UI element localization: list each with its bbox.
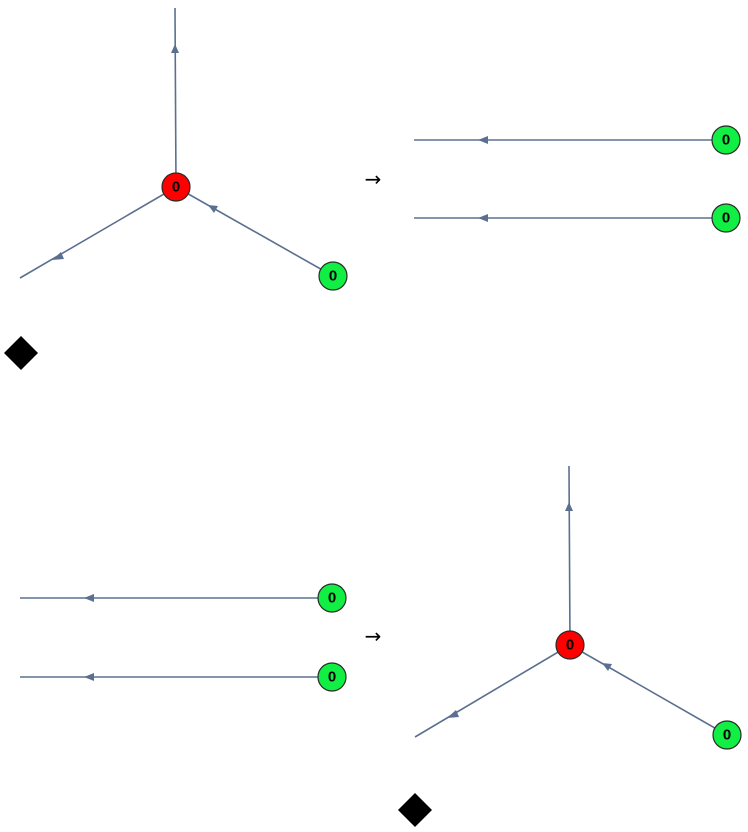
vertex-label: 0 [723,727,731,744]
edge-arrowhead [478,136,488,144]
vertex-green-circle [712,720,742,750]
edge-arrowhead [84,673,94,681]
vertex-label: 0 [328,590,336,607]
edge-up [568,465,571,646]
rule2-rhs: 0 0 [414,465,742,750]
vertex-red: 0 [161,172,191,202]
transition-arrow: → [365,167,382,191]
vertex-green-circle [318,261,348,291]
edge-up [174,7,177,188]
vertex-label: 0 [329,268,337,285]
vertex-label: 0 [722,132,730,149]
edge-from-green [569,644,728,736]
rule1-rhs: 0 0 [414,125,741,233]
vertex-green-circle [711,125,741,155]
vertex-label: 0 [566,637,574,654]
vertex-green: 0 [711,203,741,233]
vertex-label: 0 [328,669,336,686]
vertex-green-circle [317,662,347,692]
vertex-label: 0 [172,179,180,196]
vertex-green-circle [317,583,347,613]
vertex-red-circle [555,630,585,660]
vertex-red-circle [161,172,191,202]
vertex-label: 0 [722,210,730,227]
edge-down-left [414,644,571,738]
edge-arrowhead [602,663,612,671]
edge-arrowhead [478,214,488,222]
vertex-green: 0 [712,720,742,750]
edge-arrowhead [208,205,218,213]
edge-arrowhead [565,502,573,511]
edge-arrowhead [84,594,94,602]
vertex-green: 0 [711,125,741,155]
edge-arrowhead [52,252,64,260]
transition-arrow: → [365,624,382,648]
end-marker-diamond [4,336,38,370]
edge-down-left [19,186,177,279]
vertex-green: 0 [318,261,348,291]
vertex-green-circle [711,203,741,233]
vertex-green: 0 [317,583,347,613]
end-marker-diamond [398,793,432,827]
vertex-red: 0 [555,630,585,660]
rule1-lhs: 0 0 [19,7,348,291]
vertex-green: 0 [317,662,347,692]
rule2-lhs: 0 0 [20,583,347,692]
edge-from-green [175,186,334,277]
edge-arrowhead [171,44,179,53]
edge-arrowhead [447,710,459,718]
